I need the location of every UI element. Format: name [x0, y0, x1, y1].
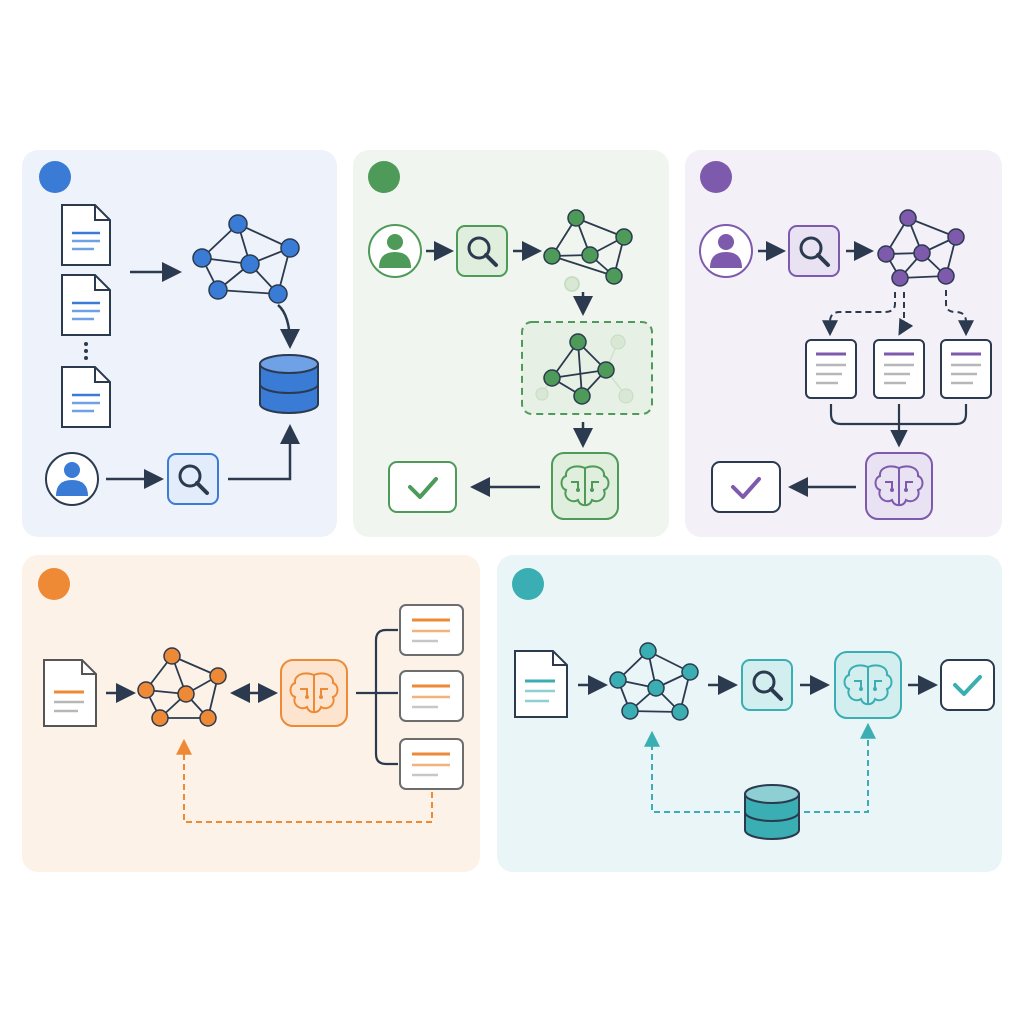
checkmark-icon	[940, 659, 995, 711]
user-icon	[368, 224, 422, 278]
document-icon	[399, 604, 464, 656]
document-icon	[61, 204, 111, 266]
search-icon	[741, 659, 793, 711]
document-icon	[399, 670, 464, 722]
panel-3-marker	[700, 161, 732, 193]
panel-1	[22, 150, 337, 537]
user-icon	[699, 224, 753, 278]
brain-icon	[834, 651, 902, 719]
checkmark-icon	[388, 461, 457, 513]
panel-4-marker	[38, 568, 70, 600]
knowledge-graph-icon	[609, 642, 699, 721]
checkmark-icon	[711, 461, 781, 513]
arrow	[945, 290, 974, 337]
document-icon	[940, 339, 992, 399]
ellipsis-dots	[84, 342, 88, 360]
document-icon	[61, 366, 111, 428]
search-icon	[167, 453, 219, 505]
user-icon	[45, 452, 99, 506]
brain-icon	[280, 659, 348, 727]
search-icon	[456, 225, 508, 277]
panel-1-marker	[39, 161, 71, 193]
subgraph-icon	[521, 321, 653, 415]
knowledge-graph-icon	[543, 209, 633, 292]
connector	[356, 628, 398, 766]
document-icon	[514, 650, 568, 718]
panel-4-background	[22, 555, 480, 872]
knowledge-graph-icon	[137, 647, 227, 727]
brain-icon	[551, 452, 619, 520]
document-icon	[805, 339, 857, 399]
arrow	[822, 292, 896, 337]
panel-5	[497, 555, 1002, 872]
database-icon	[744, 784, 800, 840]
document-icon	[43, 659, 97, 727]
document-icon	[399, 738, 464, 790]
arrow	[898, 292, 914, 336]
document-icon	[873, 339, 925, 399]
knowledge-graph-icon	[877, 209, 965, 287]
feedback-arrow	[804, 722, 876, 813]
feedback-arrow	[176, 738, 433, 823]
panel-2-marker	[368, 161, 400, 193]
arrow	[277, 304, 300, 349]
search-icon	[788, 225, 840, 277]
panel-2	[353, 150, 669, 537]
panel-3	[685, 150, 1002, 537]
database-icon	[259, 354, 319, 414]
panel-5-marker	[512, 568, 544, 600]
document-icon	[61, 274, 111, 336]
panel-4	[22, 555, 480, 872]
knowledge-graph-icon	[192, 214, 300, 304]
brain-icon	[865, 452, 933, 520]
feedback-arrow	[644, 730, 740, 813]
arrow	[228, 424, 300, 481]
panel-5-background	[497, 555, 1002, 872]
